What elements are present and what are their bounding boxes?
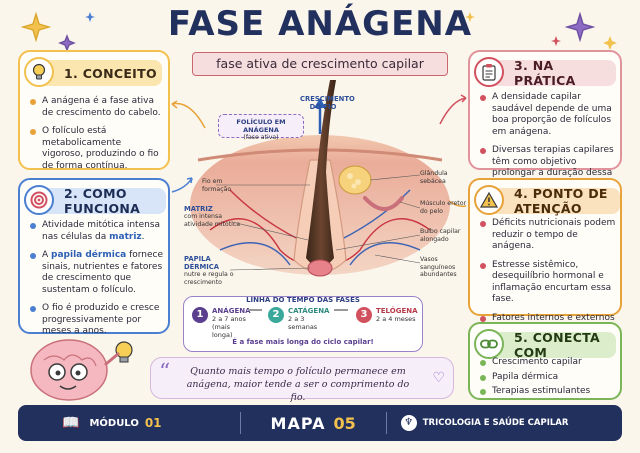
timeline-step-number: 2 [268, 307, 284, 323]
follicle-subtitle: (fase ativa) [243, 134, 279, 141]
card-conceito-list: A anágena é a fase ativa de crescimento … [30, 96, 164, 179]
label-musculo: Músculo eretor do pelo [420, 200, 467, 215]
timeline-step-desc: 2 a 3 semanas [288, 315, 318, 331]
label-vasos: Vasos sanguíneos abundantes [420, 256, 457, 278]
footer-mapa-label: MAPA [270, 413, 326, 433]
card-conecta-com-title: 5. CONECTA COM [514, 330, 601, 360]
page-title: FASE ANÁGENA [167, 4, 473, 44]
label-papila-title: PAPILA DÉRMICA [184, 255, 220, 271]
follicle-icon: ♆ [400, 415, 417, 431]
footer-bar: 📖 MÓDULO 01 MAPA 05 ♆ TRICOLOGIA E SAÚDE… [18, 405, 622, 441]
footer-divider [385, 412, 387, 434]
lightbulb-icon [24, 57, 54, 87]
growth-label: CRESCIMENTO DO FIO [300, 95, 355, 111]
footer-modulo-label: MÓDULO [89, 417, 139, 429]
card-conceito-header: 1. CONCEITO [24, 57, 162, 87]
card-na-pratica-header: 3. NA PRÁTICA [474, 57, 616, 88]
follicle-illustration [190, 80, 450, 277]
card-ponto-atencao: 4. PONTO DE ATENÇÃO Déficits nutricionai… [468, 178, 622, 357]
label-matriz-title: MATRIZ [184, 205, 213, 213]
card-como-funciona-header: 2. COMO FUNCIONA [24, 185, 166, 216]
list-item: O fio é produzido e cresce progressivame… [30, 303, 166, 338]
timeline-step-name: ANÁGENA [212, 307, 251, 315]
highlight-papila: papila dérmica [51, 250, 127, 260]
card-na-pratica-title: 3. NA PRÁTICA [514, 58, 576, 88]
timeline-note: É a fase mais longa do ciclo capilar! [232, 338, 374, 346]
list-item: Terapias estimulantes [480, 386, 618, 398]
timeline-step-number: 3 [356, 307, 372, 323]
brain-mascot-icon [30, 339, 133, 401]
label-glandula: Glândula sebácea [420, 170, 448, 185]
list-item: Papila dérmica [480, 372, 618, 384]
footer-course-name: TRICOLOGIA E SAÚDE CAPILAR [422, 418, 569, 428]
list-item: A densidade capilar saudável depende de … [480, 92, 618, 138]
footer-divider [239, 412, 241, 434]
timeline-step-name: CATÁGENA [288, 307, 330, 315]
list-item: Déficits nutricionais podem reduzir o te… [480, 218, 620, 253]
list-item: A anágena é a fase ativa de crescimento … [30, 96, 164, 119]
timeline-step-number: 1 [192, 307, 208, 323]
list-item: O folículo está metabolicamente vigoroso… [30, 126, 164, 172]
list-item: A papila dérmica fornece sinais, nutrien… [30, 250, 166, 296]
quote-box: “ Quanto mais tempo o folículo permanece… [150, 357, 454, 403]
quote-mark-icon: “ [159, 360, 171, 385]
label-papila-sub: nutre e regula o crescimento [184, 271, 234, 286]
label-fio-formacao: Fio em formação [202, 178, 232, 193]
card-como-funciona-list: Atividade mitótica intensa nas células d… [30, 220, 166, 345]
timeline-title: LINHA DO TEMPO DAS FASES [246, 296, 360, 304]
card-conecta-com-list: Crescimento capilar Papila dérmica Terap… [480, 357, 618, 401]
footer-course: ♆ TRICOLOGIA E SAÚDE CAPILAR [400, 415, 569, 431]
footer-mapa: MAPA 05 [271, 414, 356, 433]
timeline-step-desc: 2 a 4 meses [376, 315, 416, 323]
warning-icon [474, 185, 504, 215]
timeline-step-desc: 2 a 7 anos (mais longa) [212, 315, 246, 339]
list-item: Atividade mitótica intensa nas células d… [30, 220, 166, 243]
card-como-funciona-title: 2. COMO FUNCIONA [64, 186, 141, 216]
footer-modulo: 📖 MÓDULO 01 [62, 415, 162, 431]
subtitle-text: fase ativa de crescimento capilar [216, 56, 424, 71]
highlight-matriz: matriz [109, 231, 142, 242]
card-ponto-atencao-header: 4. PONTO DE ATENÇÃO [474, 185, 620, 216]
label-papila: PAPILA DÉRMICA nutre e regula o crescime… [184, 255, 244, 286]
card-conceito-title: 1. CONCEITO [64, 65, 157, 81]
timeline-step-name: TELÓGENA [376, 307, 418, 315]
timeline-arrow [248, 309, 262, 311]
heart-icon: ♡ [432, 370, 445, 386]
book-icon: 📖 [62, 415, 80, 431]
subtitle-ribbon: fase ativa de crescimento capilar [192, 52, 448, 76]
follicle-title-box: FOLÍCULO EM ANÁGENA (fase ativa) [218, 114, 304, 141]
list-item: Crescimento capilar [480, 357, 618, 369]
footer-mapa-number: 05 [333, 413, 356, 433]
card-como-funciona: 2. COMO FUNCIONA Atividade mitótica inte… [18, 178, 170, 336]
link-icon [474, 329, 504, 359]
card-conecta-com-header: 5. CONECTA COM [474, 329, 616, 360]
card-conceito: 1. CONCEITO A anágena é a fase ativa de … [18, 50, 170, 171]
timeline-arrow [334, 309, 348, 311]
clipboard-icon [474, 57, 504, 87]
card-ponto-atencao-title: 4. PONTO DE ATENÇÃO [514, 186, 608, 216]
quote-text: Quanto mais tempo o folículo permanece e… [186, 366, 410, 403]
list-item: Estresse sistêmico, desequilíbrio hormon… [480, 260, 620, 306]
target-icon [24, 185, 54, 215]
card-conecta-com: 5. CONECTA COM Crescimento capilar Papil… [468, 322, 622, 400]
label-bulbo: Bulbo capilar alongado [420, 228, 461, 243]
label-matriz: MATRIZ com intensa atividade mitótica [184, 205, 244, 228]
card-na-pratica: 3. NA PRÁTICA A densidade capilar saudáv… [468, 50, 622, 190]
label-matriz-sub: com intensa atividade mitótica [184, 213, 241, 228]
follicle-title: FOLÍCULO EM ANÁGENA [236, 118, 286, 134]
footer-modulo-number: 01 [144, 416, 162, 430]
